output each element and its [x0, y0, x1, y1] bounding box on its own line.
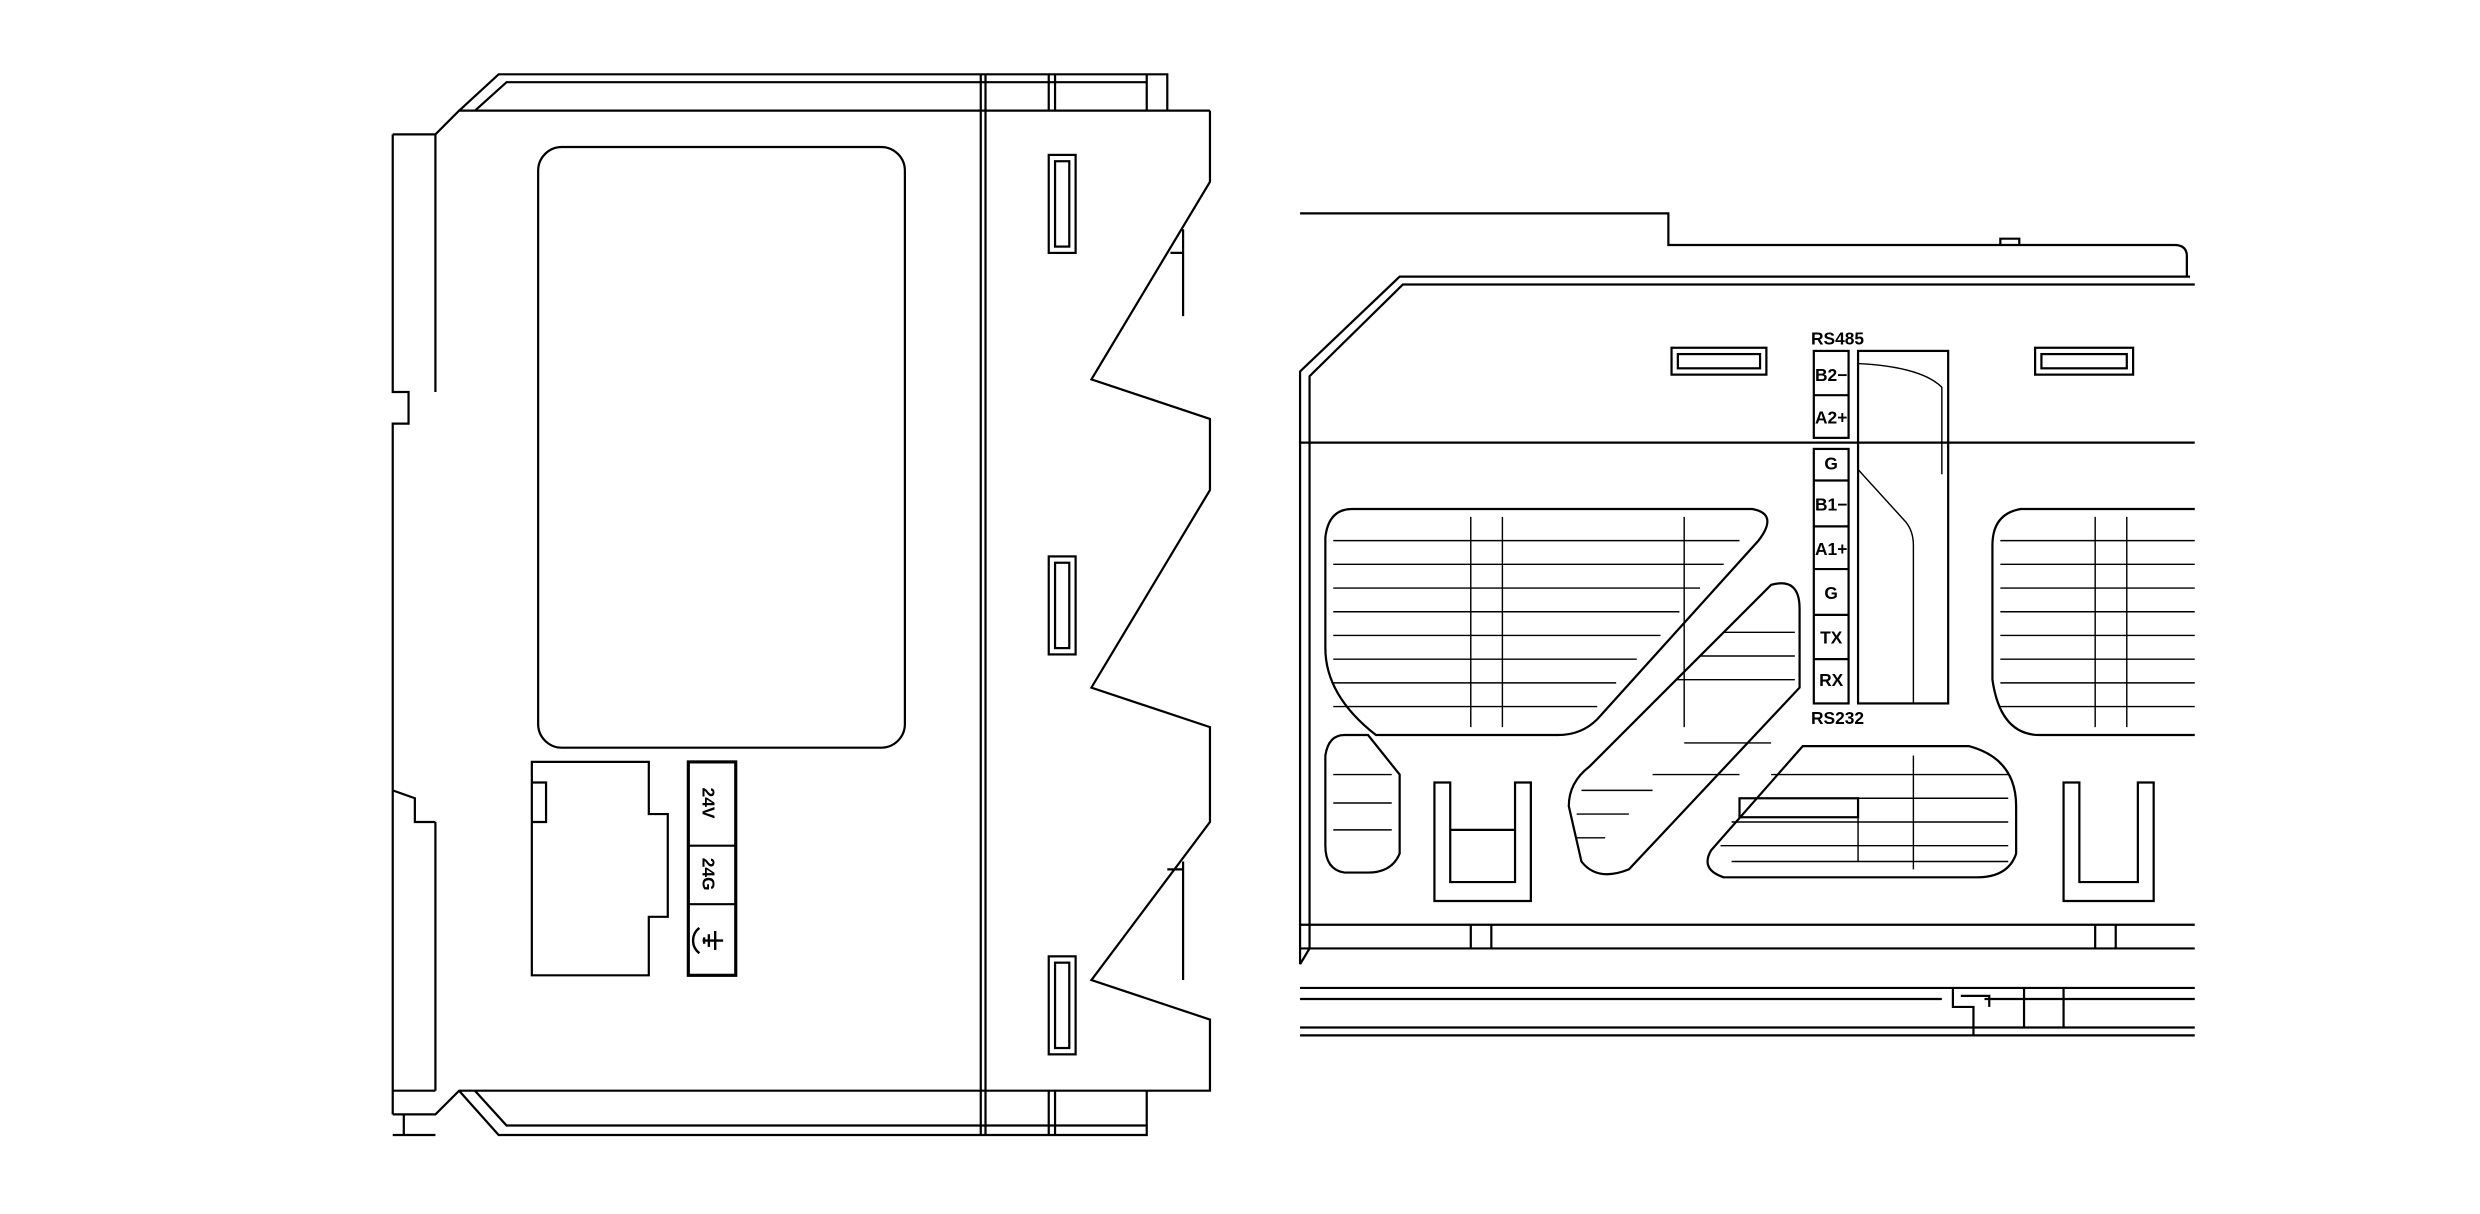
top-cap — [458, 73, 1169, 112]
front-outline — [1298, 275, 2195, 965]
u-clip — [2062, 781, 2155, 903]
terminal-g: G — [1824, 453, 1838, 473]
latch-slot-inner — [1053, 160, 1071, 248]
front-view: RS485 B2− A2+ G B1− A1+ G TX RX RS232 — [1298, 212, 2195, 1037]
lower-vent — [1706, 744, 2018, 879]
side-ribs — [1167, 229, 1185, 981]
power-terminal-block: 24V 24G — [686, 760, 738, 977]
din-rail-clip — [391, 134, 437, 1137]
terminal-b2: B2− — [1815, 365, 1847, 385]
power-connector — [530, 760, 669, 977]
section-divider — [979, 74, 987, 1135]
latch-slot — [1047, 555, 1077, 656]
bottom-edge — [1300, 923, 2195, 950]
display-window — [537, 145, 906, 749]
u-clip — [1433, 781, 1532, 903]
top-slot — [2034, 346, 2135, 376]
terminal-24v: 24V — [699, 788, 719, 819]
latch-slot-inner — [1053, 961, 1071, 1050]
terminal-tx: TX — [1820, 627, 1843, 647]
body-outline — [392, 109, 1212, 1116]
din-rail — [1300, 986, 2195, 1037]
top-edge — [1300, 212, 2188, 277]
latch-slot-inner — [1053, 561, 1071, 650]
ground-icon — [691, 926, 724, 955]
top-slot — [1670, 346, 1768, 376]
right-vent-grille — [1991, 507, 2195, 737]
terminal-g: G — [1824, 583, 1838, 603]
rs232-label: RS232 — [1811, 708, 1864, 728]
terminal-cover — [1856, 349, 1950, 705]
terminal-a2: A2+ — [1815, 408, 1847, 428]
latch-slot — [1047, 153, 1077, 255]
left-vent-grille — [1324, 507, 1769, 737]
terminal-b1: B1− — [1815, 495, 1847, 515]
small-vent — [1324, 733, 1401, 874]
terminal-a1: A1+ — [1815, 539, 1847, 559]
terminal-24g: 24G — [699, 858, 719, 891]
side-view: 24V 24G — [391, 73, 1212, 1137]
top-slot-inner — [1676, 352, 1762, 370]
bottom-cap — [458, 1089, 1148, 1137]
diagonal-vent — [1567, 582, 1801, 876]
comm-terminal-block: RS485 B2− A2+ G B1− A1+ G TX RX RS232 — [1811, 329, 1864, 728]
rs485-label: RS485 — [1811, 329, 1864, 349]
terminal-rx: RX — [1819, 670, 1844, 690]
latch-slot — [1047, 955, 1077, 1056]
top-slot-inner — [2040, 352, 2128, 370]
